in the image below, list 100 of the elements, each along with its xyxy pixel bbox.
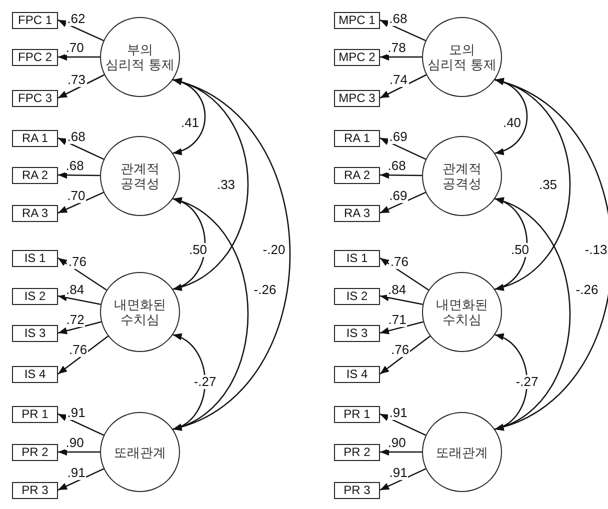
correlation-arrow (494, 334, 528, 430)
latent-variable-circle: 내면화된 수치심 (100, 272, 180, 352)
indicator-box: IS 3 (334, 324, 380, 342)
indicator-box: RA 2 (12, 166, 58, 184)
latent-variable-circle: 내면화된 수치심 (422, 272, 502, 352)
indicator-box: IS 4 (12, 366, 58, 382)
arrow (58, 413, 104, 436)
arrow (58, 257, 107, 291)
indicator-box: PR 3 (12, 482, 58, 498)
arrow (380, 413, 426, 436)
edge-label: -.20 (262, 243, 286, 257)
edge-label: .50 (510, 243, 530, 257)
correlation-arrow (172, 79, 290, 430)
edge-label: .70 (64, 41, 85, 55)
edge-label: .90 (386, 436, 407, 450)
latent-variable-circle: 관계적 공격성 (100, 136, 180, 216)
indicator-box: PR 1 (334, 406, 380, 422)
arrow (58, 294, 101, 305)
edge-label: .74 (388, 72, 409, 87)
indicator-box: RA 1 (334, 130, 380, 146)
arrow (58, 19, 104, 42)
edge-label: .76 (67, 254, 88, 269)
indicator-box: RA 3 (12, 204, 58, 222)
edge-label: .68 (388, 12, 408, 26)
arrow (380, 294, 423, 305)
arrow (58, 53, 100, 61)
latent-variable-circle: 부의 심리적 통제 (100, 17, 180, 97)
arrow (380, 53, 422, 61)
indicator-box: IS 3 (12, 324, 58, 342)
edge-label: .84 (65, 283, 86, 298)
indicator-box: PR 2 (12, 444, 58, 460)
indicator-box: PR 1 (12, 406, 58, 422)
arrow (380, 257, 429, 291)
edge-label: .68 (64, 159, 85, 174)
edge-label: .91 (388, 466, 408, 480)
edge-label: .91 (66, 466, 86, 480)
edge-label: .40 (502, 116, 522, 130)
latent-variable-circle: 또래관계 (422, 412, 502, 492)
arrow (58, 448, 100, 456)
edge-label: -.26 (574, 283, 600, 297)
arrow (58, 74, 105, 99)
arrow (380, 336, 430, 375)
indicator-box: IS 1 (12, 250, 58, 266)
edge-label: -.26 (252, 283, 278, 297)
latent-variable-circle: 또래관계 (100, 412, 180, 492)
arrow (380, 19, 426, 42)
indicator-box: IS 2 (334, 288, 380, 304)
edge-label: .73 (66, 72, 87, 87)
indicator-box: FPC 1 (12, 12, 58, 28)
indicator-box: MPC 2 (334, 48, 380, 66)
edge-label: .68 (386, 159, 407, 174)
edge-label: -.27 (192, 375, 218, 389)
edge-label: .69 (388, 130, 408, 144)
arrow (58, 336, 108, 375)
edge-label: .71 (387, 312, 408, 327)
arrow (380, 74, 427, 99)
indicator-box: IS 4 (334, 366, 380, 382)
edge-label: .68 (66, 130, 86, 144)
edge-label: -.27 (514, 375, 540, 389)
latent-variable-circle: 모의 심리적 통제 (422, 17, 502, 97)
edge-label: .33 (216, 178, 236, 192)
arrow (58, 192, 104, 214)
correlation-arrow (494, 78, 528, 154)
arrow (380, 192, 426, 214)
correlation-arrow (172, 198, 249, 430)
edge-label: .91 (388, 406, 408, 420)
edge-label: .76 (389, 254, 410, 269)
indicator-box: RA 2 (334, 166, 380, 184)
indicator-box: MPC 3 (334, 90, 380, 106)
correlation-arrow (494, 79, 608, 430)
edge-label: .35 (538, 178, 558, 192)
correlation-arrow (494, 198, 571, 430)
indicator-box: MPC 1 (334, 12, 380, 28)
indicator-box: PR 2 (334, 444, 380, 460)
edge-label: .69 (388, 188, 408, 203)
indicator-box: FPC 2 (12, 48, 58, 66)
arrow (58, 172, 100, 179)
edge-label: .84 (387, 283, 408, 298)
edge-label: .76 (68, 342, 88, 357)
edge-label: .41 (180, 116, 200, 130)
edge-label: .91 (66, 406, 86, 420)
correlation-arrow (172, 198, 206, 290)
edge-label: .72 (65, 312, 86, 327)
arrow (380, 448, 422, 456)
latent-variable-circle: 관계적 공격성 (422, 136, 502, 216)
arrow (58, 321, 102, 334)
edge-label: .50 (188, 243, 208, 257)
correlation-arrow (172, 78, 206, 154)
indicator-box: FPC 3 (12, 90, 58, 106)
arrow (58, 137, 104, 160)
indicator-box: IS 2 (12, 288, 58, 304)
arrow (380, 468, 426, 491)
edge-label: .90 (64, 436, 85, 450)
edge-label: .78 (386, 41, 407, 55)
arrow (380, 321, 424, 334)
indicator-box: IS 1 (334, 250, 380, 266)
indicator-box: RA 1 (12, 130, 58, 146)
edge-label: .70 (66, 188, 86, 203)
correlation-arrow (172, 334, 206, 430)
correlation-arrow (494, 198, 528, 290)
